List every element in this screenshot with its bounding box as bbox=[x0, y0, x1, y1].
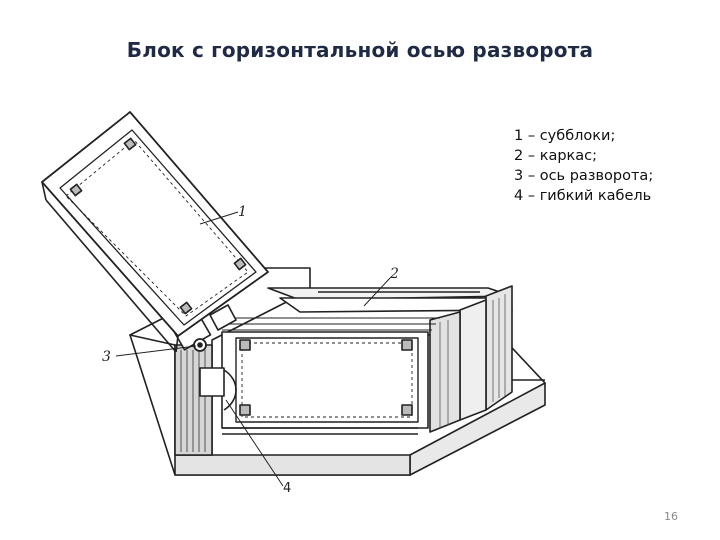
leader-lines bbox=[115, 211, 391, 487]
callout-1: 1 bbox=[238, 204, 247, 220]
legend-item-subblocks: 1 – субблоки; bbox=[514, 128, 616, 144]
subblock-inserted bbox=[221, 331, 429, 435]
subblock-tilted bbox=[41, 111, 269, 353]
legend-item-flex-cable: 4 – гибкий кабель bbox=[514, 188, 652, 204]
flex-cable-clamp bbox=[199, 367, 237, 411]
callout-2: 2 bbox=[389, 266, 399, 282]
legend: 1 – субблоки; 2 – каркас; 3 – ось развор… bbox=[514, 126, 653, 206]
page-number: 16 bbox=[664, 510, 678, 523]
callout-3: 3 bbox=[102, 349, 111, 365]
legend-item-pivot-axis: 3 – ось разворота; bbox=[514, 168, 654, 184]
legend-item-frame: 2 – каркас; bbox=[514, 148, 598, 164]
slide-title: Блок с горизонтальной осью разворота bbox=[126, 38, 594, 62]
callout-4: 4 bbox=[283, 481, 291, 496]
